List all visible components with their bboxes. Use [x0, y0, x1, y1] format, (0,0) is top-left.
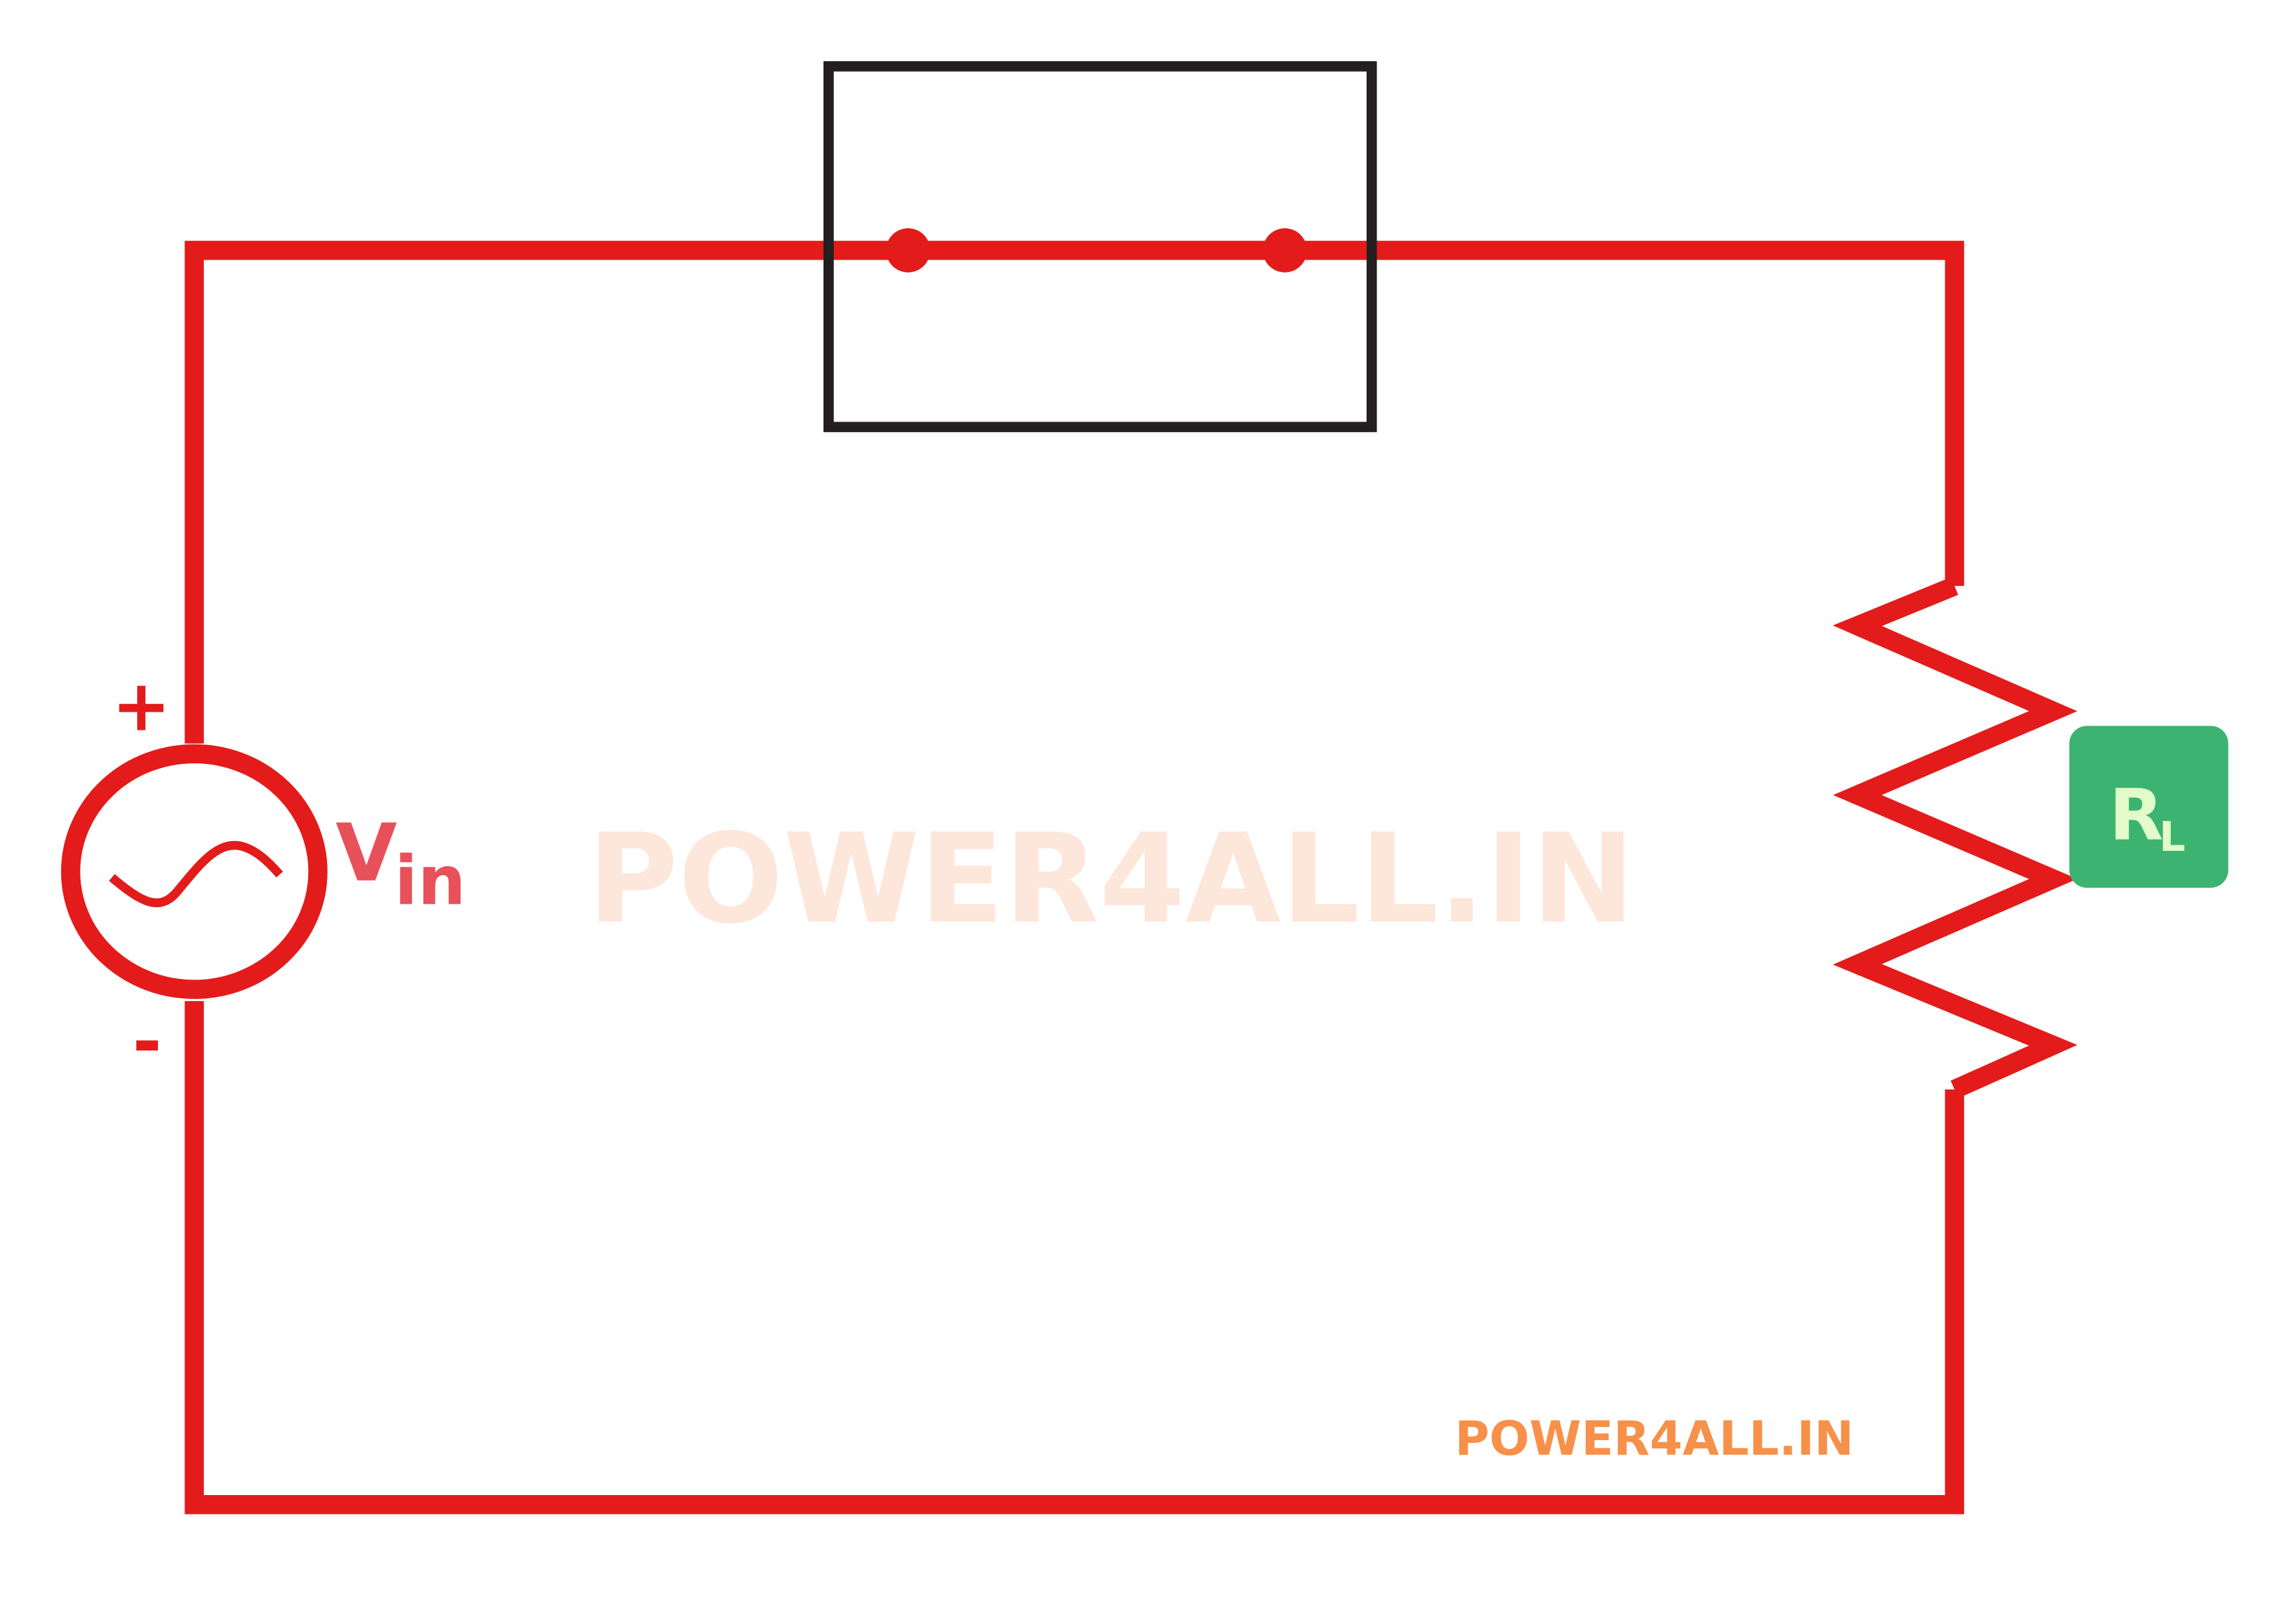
wire-bottom	[184, 1001, 1964, 1515]
resistor-zigzag	[1833, 577, 2078, 1099]
source-subscript: in	[394, 841, 466, 920]
wire-left-top	[184, 241, 1964, 744]
plus-sign: +	[112, 665, 171, 747]
component-box	[823, 61, 1377, 433]
watermark-corner: POWER4ALL.IN	[1455, 1411, 1854, 1466]
terminal-node-right	[1262, 228, 1308, 273]
source-label: V	[335, 807, 396, 900]
sine-wave-icon	[109, 840, 283, 907]
watermark-center: POWER4ALL.IN	[588, 807, 1635, 951]
load-badge	[2069, 726, 2229, 888]
minus-sign: -	[133, 1000, 162, 1083]
terminal-node-left	[885, 228, 931, 273]
load-label: R	[2109, 774, 2163, 856]
load-subscript: L	[2159, 813, 2185, 861]
